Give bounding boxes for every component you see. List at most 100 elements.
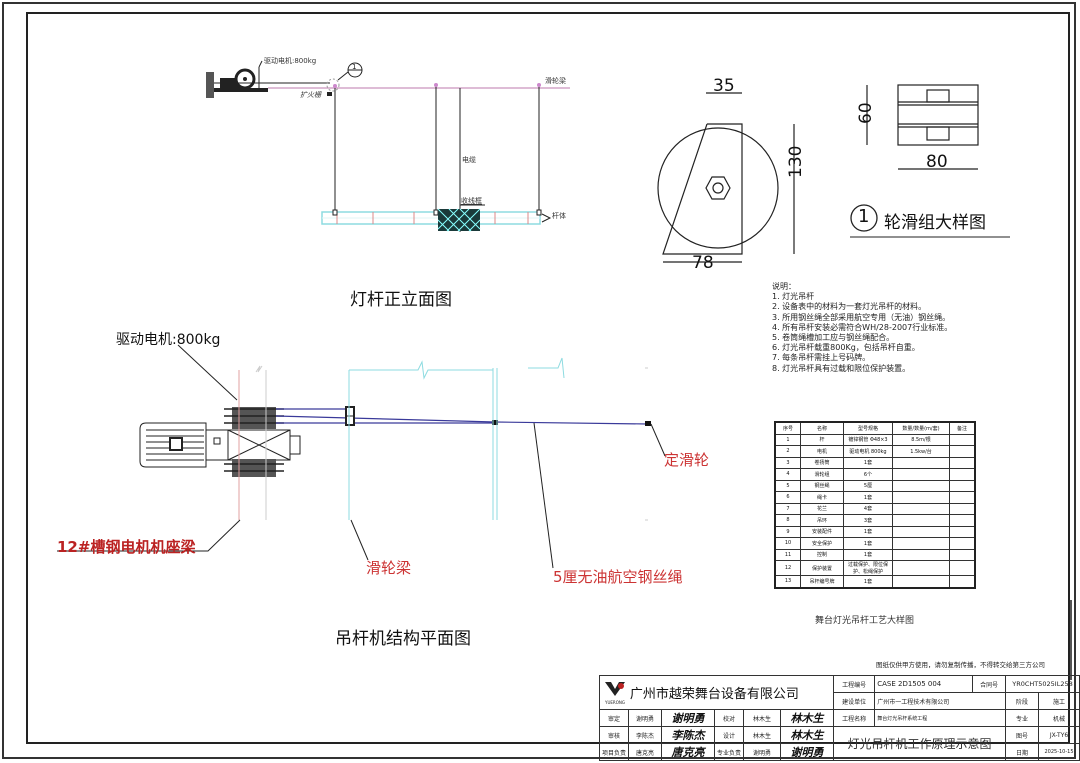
project-name-label: 工程名称 — [833, 709, 876, 727]
spec-table-cell: 6个 — [843, 468, 893, 481]
pulley-side-view — [866, 84, 979, 170]
role-name: 谢明勇 — [628, 709, 663, 727]
role-name: 谢明勇 — [743, 743, 782, 761]
plan-title: 吊杆机结构平面图 — [335, 629, 471, 649]
spec-table-cell: 钢丝绳 — [800, 479, 844, 492]
spec-table-cell: 8.5m/根 — [892, 433, 950, 446]
stage-value: 施工 — [1038, 692, 1080, 710]
spec-table-cell — [892, 514, 950, 527]
note-item: 1. 灯光吊杆 — [772, 292, 815, 302]
spec-table-cell — [892, 479, 950, 492]
spec-table-cell: 杆 — [800, 433, 844, 446]
spec-table-cell: 卷扬筒 — [800, 456, 844, 469]
elevation-light-pipe — [321, 209, 552, 225]
note-item: 2. 设备表中的材料为一套灯光吊杆的材料。 — [772, 302, 927, 312]
fixed-pulley-label: 定滑轮 — [664, 451, 710, 469]
date-label: 日期 — [1005, 743, 1039, 761]
role-label: 项目负责 — [598, 743, 630, 761]
channel-beam-label: 12#槽钢电机机座梁 — [57, 538, 196, 556]
spec-table-cell: 11 — [774, 548, 801, 561]
spec-table-cell: 吊环 — [800, 514, 844, 527]
spec-table-cell: 绳卡 — [800, 491, 844, 504]
elevation-stop-label: 扩火栅 — [300, 91, 321, 99]
pulley-dim-height: 130 — [786, 145, 806, 178]
plan-motor-label: 驱动电机:800kg — [116, 332, 221, 348]
elevation-pipe-label: 杆体 — [552, 212, 566, 220]
spec-table-cell — [892, 456, 950, 469]
drawing-no-label: 合同号 — [972, 675, 1006, 693]
spec-table-cell — [949, 525, 976, 538]
spec-table-cell: 1套 — [843, 575, 893, 588]
detail-number-circle-icon — [850, 204, 878, 232]
spec-table-cell: 3套 — [843, 514, 893, 527]
company-cell: YUERONG 广州市越荣舞台设备有限公司 — [598, 675, 835, 710]
note-item: 5. 卷筒绳槽加工应与钢丝绳配合。 — [772, 333, 895, 343]
date-value: 2025-10-15 — [1038, 743, 1080, 761]
role-label: 审定 — [598, 709, 630, 727]
spec-table-cell — [892, 491, 950, 504]
spec-table-cell: 保护装置 — [800, 560, 844, 576]
spec-table-cell: 1套 — [843, 548, 893, 561]
disclaimer-text: 图纸仅供甲方使用，请勿复制传播，不得转交给第三方公司 — [876, 661, 1045, 669]
role-name: 林木生 — [743, 709, 782, 727]
signature: 李陈杰 — [661, 726, 716, 744]
spec-table-cell: 1套 — [843, 491, 893, 504]
spec-table-cell — [949, 491, 976, 504]
spec-header-cell: 序号 — [774, 421, 801, 435]
cable-box-icon — [437, 204, 485, 232]
spec-table-cell: 控制 — [800, 548, 844, 561]
plan-drum-icon — [224, 407, 284, 477]
role-label: 设计 — [714, 726, 745, 744]
spec-table-cell: 4套 — [843, 502, 893, 515]
spec-table-cell: 电机 — [800, 445, 844, 458]
spec-table-cell — [949, 456, 976, 469]
spec-table-cell: 1套 — [843, 456, 893, 469]
plan-pulley-beam — [348, 357, 648, 521]
company-logo-icon — [605, 682, 625, 696]
project-no: CASE 2D1505 004 — [874, 675, 974, 693]
spec-table-cell — [892, 575, 950, 588]
signature: 林木生 — [780, 709, 835, 727]
spec-table-cell: 1套 — [843, 537, 893, 550]
spec-table-cell: 1.5kw/台 — [892, 445, 950, 458]
spec-table-cell: 9 — [774, 525, 801, 538]
spec-table-cell — [949, 537, 976, 550]
spec-table-cell: 12 — [774, 560, 801, 576]
motor-leader-line — [177, 344, 238, 401]
spec-table-cell: 3 — [774, 456, 801, 469]
pulley-detail-title: 轮滑组大样图 — [884, 213, 986, 233]
spec-table-header: 序号 名称 型号规格 数量/数量(m/套) 备注 — [774, 421, 976, 435]
role-label: 校对 — [714, 709, 745, 727]
spec-header-cell: 备注 — [949, 421, 976, 435]
role-name: 唐克亮 — [628, 743, 663, 761]
project-no-label: 工程编号 — [833, 675, 876, 693]
spec-table-cell — [949, 560, 976, 576]
elevation-cable-label: 电缆 — [462, 156, 476, 164]
drawing-title: 灯光吊杆机工作原理示意图 — [833, 726, 1006, 761]
pulley-dim-side-width: 80 — [926, 152, 948, 172]
fixed-pulley-leader-line — [650, 423, 666, 457]
drawing-code: JX-TY6 — [1038, 726, 1080, 744]
note-item: 3. 所用钢丝绳全部采用航空专用（无油）钢丝绳。 — [772, 312, 951, 322]
signature: 谢明勇 — [661, 709, 716, 727]
spec-table-cell: 8 — [774, 514, 801, 527]
spec-table-cell — [892, 468, 950, 481]
spec-table-cell: 6 — [774, 491, 801, 504]
cable-box-label: 收线框 — [461, 197, 482, 205]
spec-table-cell — [949, 575, 976, 588]
project-name: 舞台灯光吊杆系统工程 — [874, 709, 1006, 727]
note-item: 6. 灯光吊杆载重800Kg，包括吊杆自重。 — [772, 343, 920, 353]
detail-ref-number: 1 — [352, 63, 357, 71]
company-name: 广州市越荣舞台设备有限公司 — [629, 687, 799, 702]
